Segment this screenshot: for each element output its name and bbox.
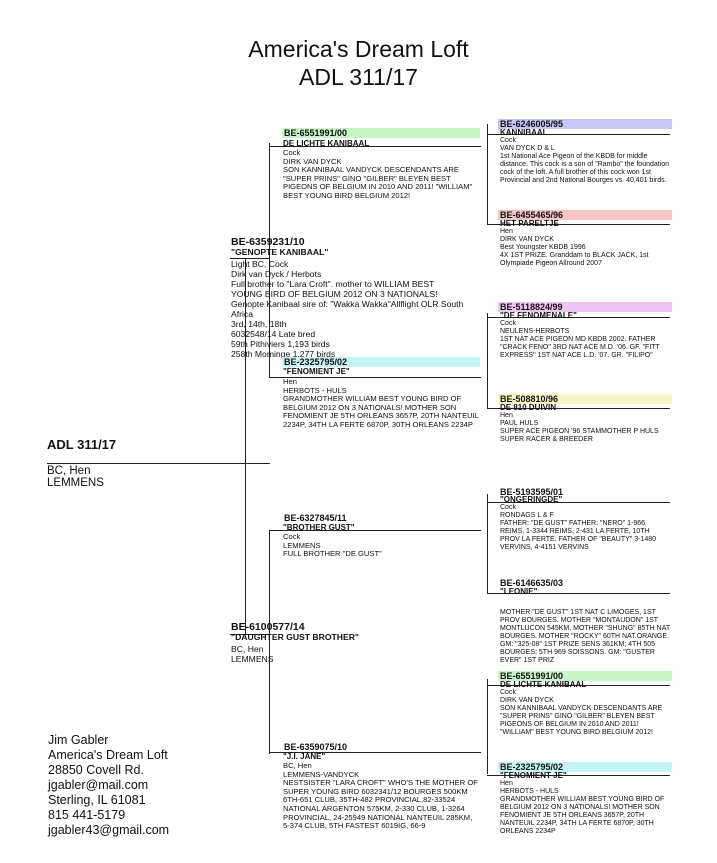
ds-line: [269, 530, 481, 531]
sdd-name: DE 810 DUIVIN: [500, 403, 557, 412]
dd-ring: BE-6359075/10: [284, 742, 348, 752]
ss-line: [269, 146, 481, 147]
sss-name: KANNIBAAL: [500, 128, 548, 137]
ssd-name: HET PARELTJE: [500, 219, 559, 228]
ddd-line: [487, 775, 670, 776]
ssd-ring: BE-6455465/96: [498, 210, 672, 220]
sd-name: "FENOMIENT JE": [283, 367, 350, 376]
dd-name: "J.I. JANE": [283, 752, 326, 761]
dsd-name: "LEONIE": [500, 587, 538, 596]
sds-info: Cock NEULENS-HERBOTS 1ST NAT ACE PIGEON …: [500, 320, 660, 359]
sd-line: [269, 377, 481, 378]
dsd-info: MOTHER "DE GUST" 1ST NAT C LIMOGES, 1ST …: [500, 609, 671, 664]
dss-info: Cock RONDAGS L & F FATHER: "DE GUST" FAT…: [500, 504, 657, 551]
sss-line: [487, 134, 670, 135]
ds-ring: BE-6327845/11: [284, 513, 347, 523]
ds-info: Cock LEMMENS FULL BROTHER "DE GUST": [283, 532, 382, 559]
ssd-line: [487, 224, 670, 225]
ss-info: Cock DIRK VAN DYCK SON KANNIBAAL VANDYCK…: [283, 148, 473, 200]
sd-info: Hen HERBOTS - HULS GRANDMOTHER WILLIAM B…: [283, 377, 479, 429]
sds-name: "DE FENOMENALE": [500, 311, 577, 320]
sire-info: Light BC, Cock Dirk van Dyck / Herbots F…: [231, 259, 464, 359]
dss-name: "ONGERINGDE": [500, 495, 563, 504]
sd-vertical: [487, 313, 488, 408]
dss-ring: BE-5193595/01: [500, 487, 564, 497]
dsd-ring: BE-6146635/03: [500, 578, 564, 588]
ss-name: DE LICHTE KANIBAAL: [283, 139, 370, 148]
dd-info: BC, Hen LEMMENS-VANDYCK NESTSISTER "LARA…: [283, 761, 478, 831]
gen1-vertical: [245, 258, 246, 635]
ddd-ring: BE-2325795/02: [498, 762, 672, 772]
sire-name: "GENOPTE KANIBAAL": [231, 247, 329, 257]
sds-ring: BE-5118824/99: [498, 302, 672, 312]
dam-ring: BE-6100577/14: [231, 621, 305, 633]
ss-vertical: [487, 124, 488, 224]
ssd-info: Hen DIRK VAN DYCK Best Youngster KBDB 19…: [500, 228, 649, 267]
sd-ring: BE-2325795/02: [282, 357, 480, 367]
dam-info: BC, Hen LEMMENS: [231, 644, 274, 664]
ddd-name: "FENOMIENT JE": [500, 771, 567, 780]
ss-ring: BE-6551991/00: [282, 128, 480, 138]
ddd-info: Hen HERBOTS - HULS GRANDMOTHER WILLIAM B…: [500, 780, 665, 835]
sdd-info: Hen PAUL HULS SUPER ACE PIGEON '96 STAMM…: [500, 412, 659, 443]
dam-name: "DAUGHTER GUST BROTHER": [231, 632, 359, 642]
dds-info: Cock DIRK VAN DYCK SON KANNIBAAL VANDYCK…: [500, 689, 663, 736]
sds-line: [487, 317, 670, 318]
dds-ring: BE-6551991/00: [498, 671, 672, 681]
page-subtitle: ADL 311/17: [299, 64, 418, 90]
dds-line: [487, 685, 670, 686]
sire-line: [230, 258, 270, 259]
contact-block: Jim Gabler America's Dream Loft 28850 Co…: [48, 733, 170, 837]
ds-vertical: [487, 494, 488, 594]
sire-vertical: [269, 143, 270, 378]
dam-vertical: [269, 530, 270, 754]
subject-info: BC, Hen LEMMENS: [47, 465, 104, 489]
dss-line: [487, 502, 670, 503]
sss-ring: BE-6246005/95: [498, 119, 672, 129]
dam-line: [230, 634, 270, 635]
ds-name: "BROTHER GUST": [283, 523, 355, 532]
dd-line: [269, 752, 481, 753]
sss-info: Cock VAN DYCK D & L 1st National Ace Pig…: [500, 137, 670, 184]
subject-line: [47, 463, 270, 464]
sire-ring: BE-6359231/10: [231, 236, 305, 248]
subject-ring: ADL 311/17: [47, 437, 117, 452]
dsd-line: [487, 593, 670, 594]
sdd-line: [487, 408, 670, 409]
sdd-ring: BE-508810/96: [498, 394, 672, 404]
dd-vertical: [487, 679, 488, 774]
dds-name: DE LICHTE KANIBAAL: [500, 680, 587, 689]
page-title: America's Dream Loft: [248, 36, 469, 62]
